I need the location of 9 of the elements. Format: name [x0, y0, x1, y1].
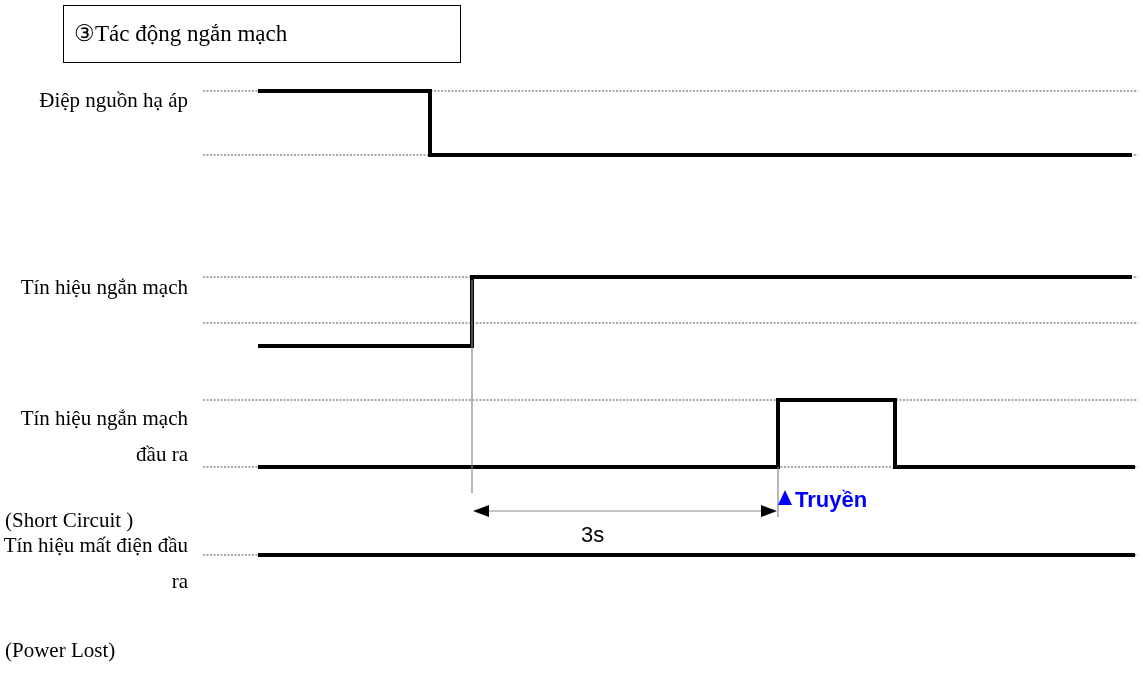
signal-label: (Power Lost): [5, 637, 116, 664]
signal-label: Tín hiệu mất điện đầu ra: [3, 532, 188, 595]
signal-label: Điệp nguồn hạ áp: [38, 87, 188, 114]
signal-label: (Short Circuit ): [5, 507, 134, 534]
dimension-label: 3s: [581, 521, 605, 549]
signal-label: Tín hiệu ngắn mạch đầu ra: [19, 405, 188, 468]
title-box: ③Tác động ngắn mạch: [63, 5, 461, 63]
signal-label: Tín hiệu ngắn mạch: [19, 274, 188, 301]
annotation-label: Truyền: [795, 486, 868, 514]
